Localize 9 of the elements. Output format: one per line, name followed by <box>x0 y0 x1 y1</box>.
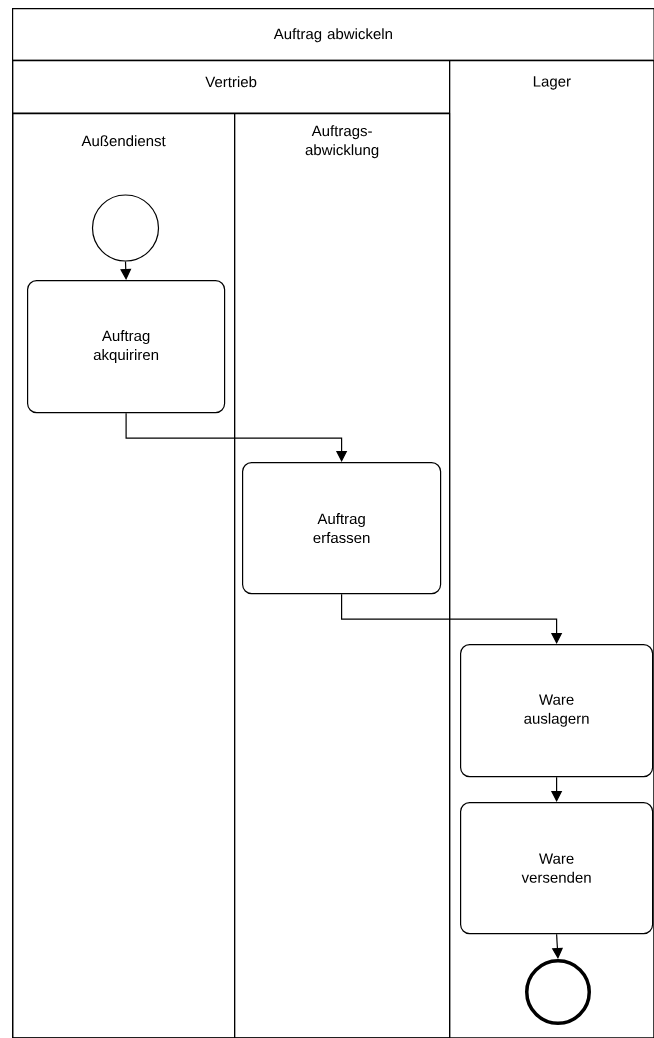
arrow <box>125 412 348 462</box>
end-event <box>525 959 591 1025</box>
task-box: Ware versenden <box>460 802 654 935</box>
task-box: Ware auslagern <box>460 644 654 778</box>
task-box: Auftrag akquiriren <box>27 280 226 414</box>
arrow <box>341 593 563 644</box>
start-event <box>91 194 160 262</box>
task-box: Auftrag erfassen <box>242 462 442 595</box>
arrow <box>120 261 132 280</box>
